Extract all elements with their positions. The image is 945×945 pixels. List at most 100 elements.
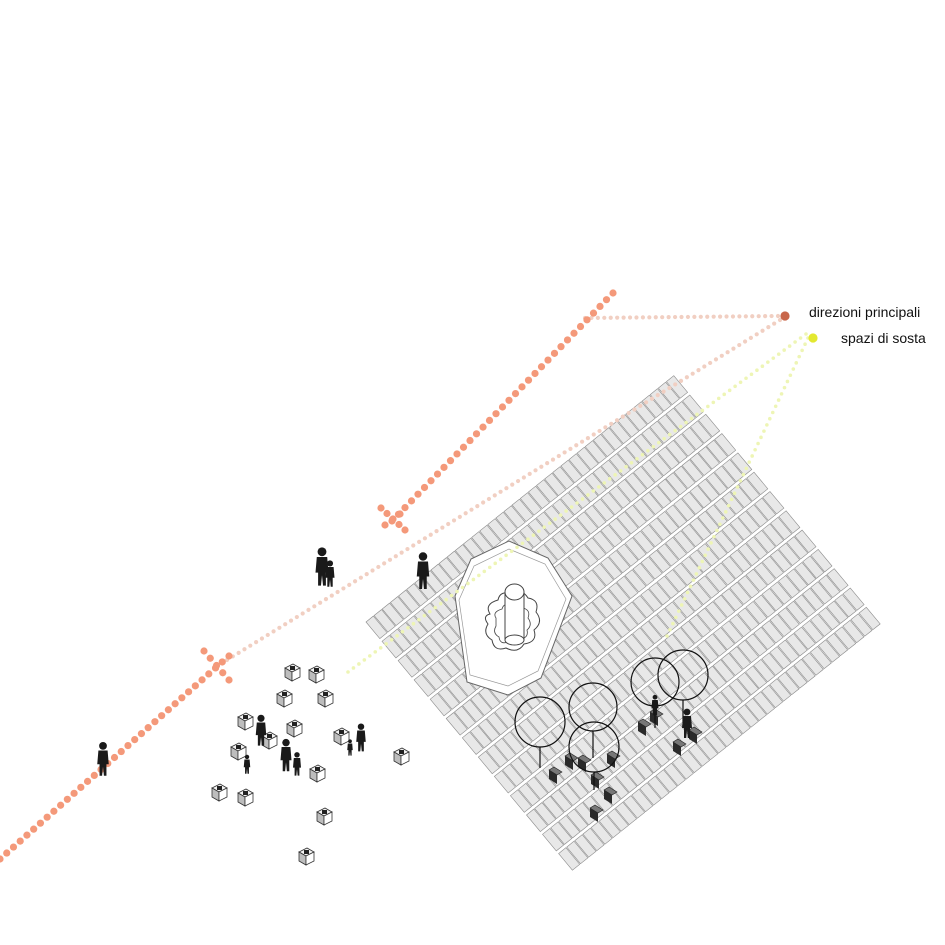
leader-dot (271, 629, 276, 634)
leader-dot (798, 336, 803, 340)
paving-tile (721, 588, 744, 612)
paving-tile (834, 594, 857, 618)
paving-tile (656, 543, 679, 567)
leader-dot (591, 432, 596, 437)
paving-tile (600, 491, 623, 516)
paving-tile (510, 757, 533, 781)
leader-dot (803, 342, 807, 347)
paving-tile (664, 601, 687, 625)
paving-tile (665, 407, 688, 431)
paving-tile (552, 466, 575, 490)
paving-tile (810, 613, 833, 637)
leader-dot (753, 447, 757, 452)
paving-tile (616, 478, 639, 503)
leader-dot (635, 456, 639, 461)
paving-tile (631, 788, 654, 813)
leader-dot (376, 564, 381, 570)
leader-dot (626, 410, 631, 416)
paving-tile (689, 517, 712, 541)
leader-dot (564, 509, 568, 513)
leader-dot (689, 416, 694, 421)
leader-dot (788, 373, 793, 378)
paving-tile (714, 433, 737, 457)
paving-tile (745, 600, 768, 625)
paving-tile (689, 420, 712, 444)
bench-icon (637, 718, 652, 736)
leader-dot (493, 561, 498, 566)
paving-tile (680, 588, 703, 612)
leader-dot (731, 346, 736, 351)
leader-dot (665, 634, 669, 638)
paving-tile (414, 608, 437, 633)
paving-tile (550, 724, 573, 748)
paving-tile (584, 569, 607, 593)
leader-dot (382, 561, 387, 566)
leader-dot (362, 658, 367, 662)
leader-dot (688, 584, 693, 589)
leader-dot (446, 521, 451, 527)
leader-dot (759, 435, 763, 440)
leader-dot (730, 314, 736, 319)
path-dot (602, 296, 611, 304)
paving-tile (494, 705, 517, 729)
bench-side (689, 730, 697, 744)
paving-tile (697, 478, 720, 502)
path-dot (23, 831, 31, 839)
bench-top (548, 766, 563, 776)
leader-dot (743, 314, 748, 319)
leader-dot (738, 478, 743, 483)
tree-canopy (514, 696, 566, 748)
leader-dot (721, 516, 725, 520)
leader-dot (725, 350, 730, 355)
paving-tile (568, 517, 591, 542)
path-dot (557, 343, 565, 351)
leader-dot (712, 534, 716, 539)
paving-tile (566, 808, 589, 832)
path-dot (164, 706, 172, 714)
person-head (294, 752, 300, 758)
path-dot (212, 661, 221, 670)
leader-dot (346, 670, 350, 674)
path-dot (83, 777, 92, 785)
leader-dot (486, 496, 492, 502)
bench-top (637, 718, 652, 728)
person-body (651, 700, 659, 716)
leader-dot (556, 453, 561, 459)
paving-tile (793, 594, 817, 618)
paving-tile (680, 620, 703, 644)
paving-tile (543, 537, 566, 561)
paving-tile (576, 511, 599, 535)
path-dot (544, 356, 552, 364)
path-dot (550, 349, 559, 357)
paving-tile (728, 710, 751, 735)
paving-tile (398, 589, 421, 614)
paving-tile (639, 782, 662, 806)
leader-dot (782, 348, 786, 352)
paving-tile (550, 821, 573, 845)
path-dot (583, 316, 591, 324)
paving-tile (698, 413, 721, 438)
paving-tile (834, 626, 857, 650)
leader-dot (457, 514, 462, 519)
paving-tile (817, 639, 841, 663)
paving-tile (729, 613, 752, 638)
leader-dot (504, 486, 509, 491)
paving-tile (655, 736, 678, 761)
paving-tile (663, 762, 686, 787)
leader-dot (723, 510, 728, 514)
leader-dot (335, 589, 340, 595)
leader-dot (709, 541, 713, 545)
tree-icon (514, 696, 566, 768)
paving-tile (518, 685, 541, 710)
seat-block-object (314, 668, 319, 672)
legend-marker-direzioni-principali (780, 311, 790, 321)
leader-dot (791, 367, 796, 371)
leader-dot (726, 503, 731, 508)
seat-block-object (339, 730, 344, 734)
paving-tile (623, 698, 646, 722)
paving-tile (737, 639, 760, 664)
paving-tile (477, 750, 500, 775)
paving-tile (793, 626, 816, 650)
seat-block-right (291, 667, 301, 682)
paving-tile (736, 671, 760, 696)
